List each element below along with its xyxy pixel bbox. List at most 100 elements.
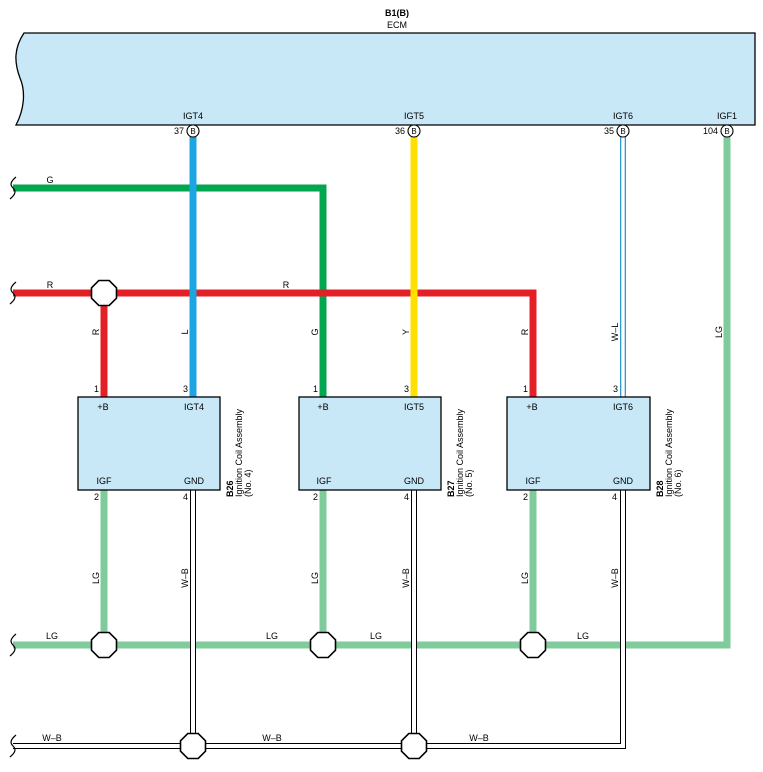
ecm-pin-terminal-label: IGT4 <box>183 111 203 121</box>
wire-break-mark <box>9 633 17 657</box>
ecm-pin-igt5: IGT5 36 B <box>395 111 424 138</box>
wire-color-label: L <box>180 329 190 334</box>
wire-break-mark <box>9 281 17 305</box>
ecm-pin-connector-circle <box>186 124 200 138</box>
wire-color-label: LG <box>370 631 382 641</box>
wire-color-label: R <box>91 328 101 335</box>
coil-number: (No. 4) <box>243 469 253 497</box>
wire-color-label: LG <box>577 631 589 641</box>
coil-pin-number: 4 <box>612 492 617 502</box>
wire-w-b <box>13 490 626 749</box>
ecm-pin-connector-label: B <box>411 127 416 136</box>
wire-color-label: G <box>310 328 320 335</box>
wire-color-label: LG <box>310 572 320 584</box>
ecm-pin-igt4: IGT4 37 B <box>174 111 203 138</box>
coil-code: B27 <box>446 480 456 497</box>
ecm-pin-terminal-label: IGF1 <box>717 111 737 121</box>
coil-pin-number: 2 <box>313 492 318 502</box>
coil-terminal-label-igt: IGT6 <box>613 402 633 412</box>
coil-code: B28 <box>655 480 665 497</box>
coil-pin-number: 2 <box>94 492 99 502</box>
wire-color-label: R <box>47 280 54 290</box>
ecm-name: ECM <box>387 20 407 30</box>
coil-b28: +B IGT6 IGF GND 1 3 2 4 B28 Ignition Coi… <box>506 384 683 502</box>
coil-pin-number: 2 <box>523 492 528 502</box>
junction-lg <box>519 631 547 659</box>
wire-lg-main <box>13 137 731 649</box>
coil-terminal-label-igf: IGF <box>97 476 113 486</box>
wire-color-label: W–B <box>401 568 411 588</box>
coil-terminal-label-igf: IGF <box>526 476 542 486</box>
coil-box <box>506 396 651 491</box>
coil-pin-number: 3 <box>183 384 188 394</box>
wire-break-mark <box>9 734 17 758</box>
junction-r <box>90 279 118 307</box>
ecm-pin-terminal-label: IGT6 <box>613 111 633 121</box>
ecm-box <box>14 32 756 126</box>
coil-pin-number: 1 <box>94 384 99 394</box>
coil-b26: +B IGT4 IGF GND 1 3 2 4 B26 Ignition Coi… <box>77 384 253 502</box>
ecm-pin-number: 35 <box>604 126 614 136</box>
wire-break-mark <box>9 176 17 200</box>
ecm-pin-connector-label: B <box>190 127 195 136</box>
coil-pin-number: 1 <box>523 384 528 394</box>
coil-pin-number: 1 <box>313 384 318 394</box>
coil-number: (No. 5) <box>464 469 474 497</box>
wire-w-b-main-base <box>13 490 625 748</box>
junction-lg <box>309 631 337 659</box>
coil-terminal-label-gnd: GND <box>184 476 205 486</box>
wire-color-label: Y <box>401 329 411 335</box>
ecm-pin-igt6: IGT6 35 B <box>604 111 633 138</box>
ecm-pin-connector-circle <box>720 124 734 138</box>
coil-name: Ignition Coil Assembly <box>234 408 244 497</box>
wire-color-label: R <box>283 280 290 290</box>
wire-color-label: G <box>46 175 53 185</box>
ecm-component: B1(B) ECM IGT4 37 B IGT5 36 B IGT6 35 B … <box>14 8 756 138</box>
ecm-pin-terminal-label: IGT5 <box>404 111 424 121</box>
wire-color-label: W–B <box>262 733 282 743</box>
coil-pin-number: 3 <box>404 384 409 394</box>
ecm-pin-number: 36 <box>395 126 405 136</box>
ecm-connector-code: B1(B) <box>385 8 409 18</box>
coil-code: B26 <box>225 480 235 497</box>
wire-color-label: W–B <box>180 568 190 588</box>
coil-terminal-label-igf: IGF <box>317 476 333 486</box>
wire-color-label: LG <box>46 631 58 641</box>
wire-color-label: W–B <box>42 733 62 743</box>
wire-color-label: LG <box>714 326 724 338</box>
wires <box>9 137 731 758</box>
wire-r-main <box>13 289 537 397</box>
junction-w-b <box>400 732 428 760</box>
wire-color-label: W–B <box>610 568 620 588</box>
ecm-pin-igf1: IGF1 104 B <box>703 111 737 138</box>
coil-terminal-label-plus-b: +B <box>317 402 328 412</box>
junction-w-b <box>179 732 207 760</box>
ecm-pin-number: 104 <box>703 126 718 136</box>
wire-color-label: W–B <box>469 733 489 743</box>
coil-terminal-label-plus-b: +B <box>97 402 108 412</box>
ecm-pin-connector-label: B <box>724 127 729 136</box>
wire-color-label: LG <box>91 572 101 584</box>
coil-pin-number: 3 <box>613 384 618 394</box>
wire-color-label: LG <box>266 631 278 641</box>
wire-labels: G R R LG LG LG LG W–B W–B W–B R L G Y R … <box>42 175 724 743</box>
junction-lg <box>90 631 118 659</box>
ecm-pin-connector-circle <box>616 124 630 138</box>
coil-number: (No. 6) <box>673 469 683 497</box>
coil-terminal-label-igt: IGT5 <box>404 402 424 412</box>
ecm-pin-number: 37 <box>174 126 184 136</box>
junctions <box>90 279 547 760</box>
coil-box <box>298 396 442 491</box>
coil-terminal-label-plus-b: +B <box>526 402 537 412</box>
coil-name: Ignition Coil Assembly <box>664 408 674 497</box>
wire-color-label: LG <box>520 572 530 584</box>
wire-g <box>13 184 327 397</box>
wire-color-label: R <box>520 328 530 335</box>
ecm-pin-connector-circle <box>407 124 421 138</box>
wire-color-label: W–L <box>610 323 620 342</box>
coil-terminal-label-gnd: GND <box>404 476 425 486</box>
coil-pin-number: 4 <box>404 492 409 502</box>
coil-pin-number: 4 <box>183 492 188 502</box>
coil-b27: +B IGT5 IGF GND 1 3 2 4 B27 Ignition Coi… <box>298 384 474 502</box>
